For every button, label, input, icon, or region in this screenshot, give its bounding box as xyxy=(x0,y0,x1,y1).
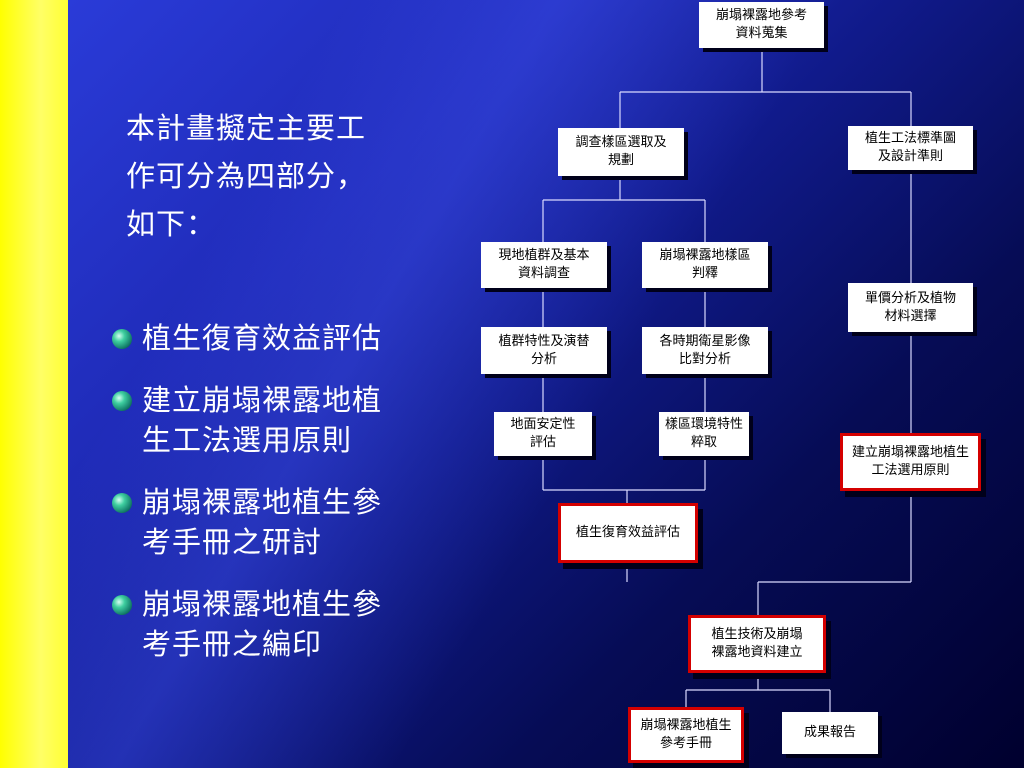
intro-line: 本計畫擬定主要工 xyxy=(126,111,367,145)
intro-text: 本計畫擬定主要工 作可分為四部分， 如下： xyxy=(126,104,426,248)
globe-bullet-icon xyxy=(112,391,132,411)
node-benefit-evaluation: 植生復育效益評估 xyxy=(564,509,692,557)
bullet-line: 建立崩塌裸露地植 xyxy=(142,383,383,417)
node-selection-principles: 建立崩塌裸露地植生工法選用原則 xyxy=(846,439,975,485)
work-items-list: 植生復育效益評估 建立崩塌裸露地植 生工法選用原則 崩塌裸露地植生參 考手冊之研… xyxy=(112,318,432,686)
node-cost-analysis: 單價分析及植物材料選擇 xyxy=(848,283,973,332)
bullet-line: 考手冊之編印 xyxy=(142,627,323,661)
bullet-line: 崩塌裸露地植生參 xyxy=(142,587,383,621)
connector xyxy=(542,176,706,242)
node-satellite-comparison: 各時期衛星影像比對分析 xyxy=(642,327,768,374)
globe-bullet-icon xyxy=(112,493,132,513)
intro-line: 作可分為四部分， xyxy=(126,159,367,193)
node-final-report: 成果報告 xyxy=(782,712,878,754)
bullet-line: 生工法選用原則 xyxy=(142,423,353,457)
node-environment-extraction: 樣區環境特性粹取 xyxy=(659,412,749,456)
globe-bullet-icon xyxy=(112,595,132,615)
node-ground-stability: 地面安定性評估 xyxy=(494,412,592,456)
bullet-manual-printing: 崩塌裸露地植生參 考手冊之編印 xyxy=(112,584,432,664)
bullet-benefit-evaluation: 植生復育效益評估 xyxy=(112,318,432,358)
connector xyxy=(626,490,912,618)
node-site-selection: 調查樣區選取及規劃 xyxy=(558,128,684,176)
node-standard-drawings: 植生工法標準圖及設計準則 xyxy=(848,126,973,170)
connector xyxy=(685,670,831,712)
connector xyxy=(542,374,706,412)
bullet-line: 考手冊之研討 xyxy=(142,525,323,559)
connector xyxy=(542,456,706,506)
connector xyxy=(542,288,706,327)
globe-bullet-icon xyxy=(112,329,132,349)
bullet-manual-study: 崩塌裸露地植生參 考手冊之研討 xyxy=(112,482,432,562)
node-plot-interpretation: 崩塌裸露地樣區判釋 xyxy=(642,242,768,288)
bullet-selection-principles: 建立崩塌裸露地植 生工法選用原則 xyxy=(112,380,432,460)
node-reference-collection: 崩塌裸露地參考資料蒐集 xyxy=(699,2,824,48)
bullet-line: 植生復育效益評估 xyxy=(142,321,383,355)
node-vegetation-survey: 現地植群及基本資料調查 xyxy=(481,242,607,288)
left-accent-strip xyxy=(0,0,68,768)
bullet-line: 崩塌裸露地植生參 xyxy=(142,485,383,519)
node-database-establishment: 植生技術及崩塌裸露地資料建立 xyxy=(694,621,820,667)
node-succession-analysis: 植群特性及演替分析 xyxy=(481,327,607,374)
connector xyxy=(619,48,912,128)
node-reference-manual: 崩塌裸露地植生參考手冊 xyxy=(634,713,738,757)
intro-line: 如下： xyxy=(126,207,217,241)
